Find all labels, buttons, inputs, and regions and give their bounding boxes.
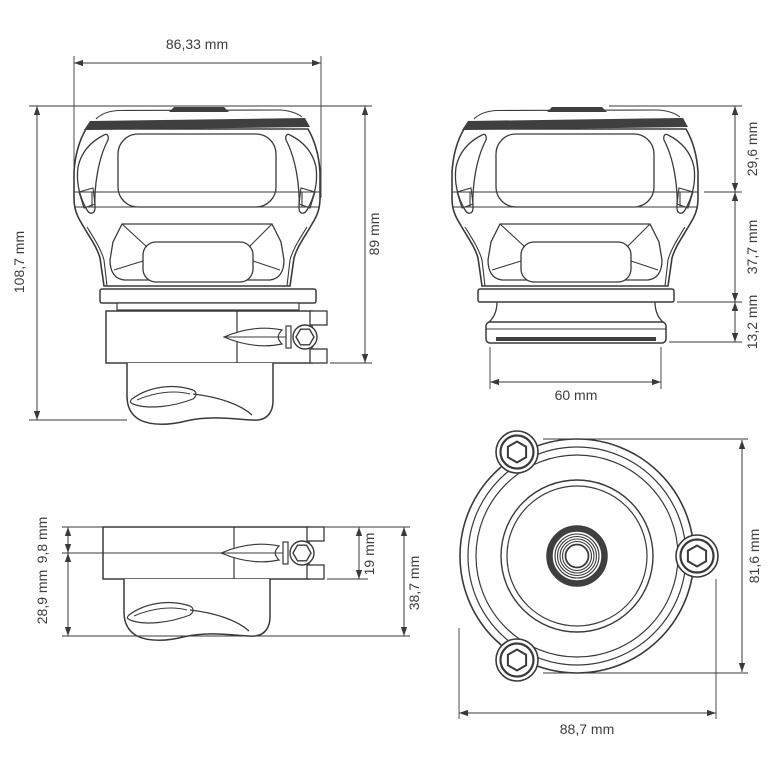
top-view [459, 430, 719, 682]
front-view-dimensions: 86,33 mm 108,7 mm 89 mm [11, 36, 382, 421]
dim-label-body-height: 89 mm [366, 213, 382, 256]
diaphragm-ring [500, 479, 654, 633]
dim-label-cap-height: 29,6 mm [744, 122, 760, 176]
outlet-tube-detail [123, 578, 271, 641]
side-view-dimensions: 29,6 mm 37,7 mm 13,2 mm 60 mm [489, 105, 760, 403]
clamp-detail-dimensions: 9,8 mm 28,9 mm 19 mm 38,7 mm [34, 517, 422, 637]
side-view [451, 106, 699, 344]
hex-bolt-lower-left [499, 642, 535, 678]
front-view [73, 106, 328, 425]
hex-bolt-upper-left [499, 434, 535, 470]
clamp-detail-view [102, 526, 325, 641]
dim-label-flange-height: 13,2 mm [744, 295, 760, 349]
dim-label-top-height: 81,6 mm [746, 529, 762, 583]
dim-label-flange-width: 60 mm [555, 387, 598, 403]
dim-label-clamp-height: 19 mm [361, 533, 377, 576]
base-flange-side [477, 288, 675, 303]
dim-label-top-width: 88,7 mm [560, 721, 614, 737]
dim-label-width: 86,33 mm [166, 36, 228, 52]
base-flange [99, 288, 317, 304]
center-port [564, 543, 590, 569]
dim-label-clamp-upper: 9,8 mm [34, 517, 50, 564]
dim-label-clamp-total: 38,7 mm [406, 556, 422, 610]
dim-label-mid-height: 37,7 mm [744, 220, 760, 274]
dim-label-total-height: 108,7 mm [11, 231, 27, 293]
hex-bolt-right [679, 538, 715, 574]
top-view-dimensions: 81,6 mm 88,7 mm [458, 438, 762, 737]
vband-clamp [105, 310, 328, 364]
dim-label-clamp-lower: 28,9 mm [34, 570, 50, 624]
outlet-tube [126, 362, 274, 425]
